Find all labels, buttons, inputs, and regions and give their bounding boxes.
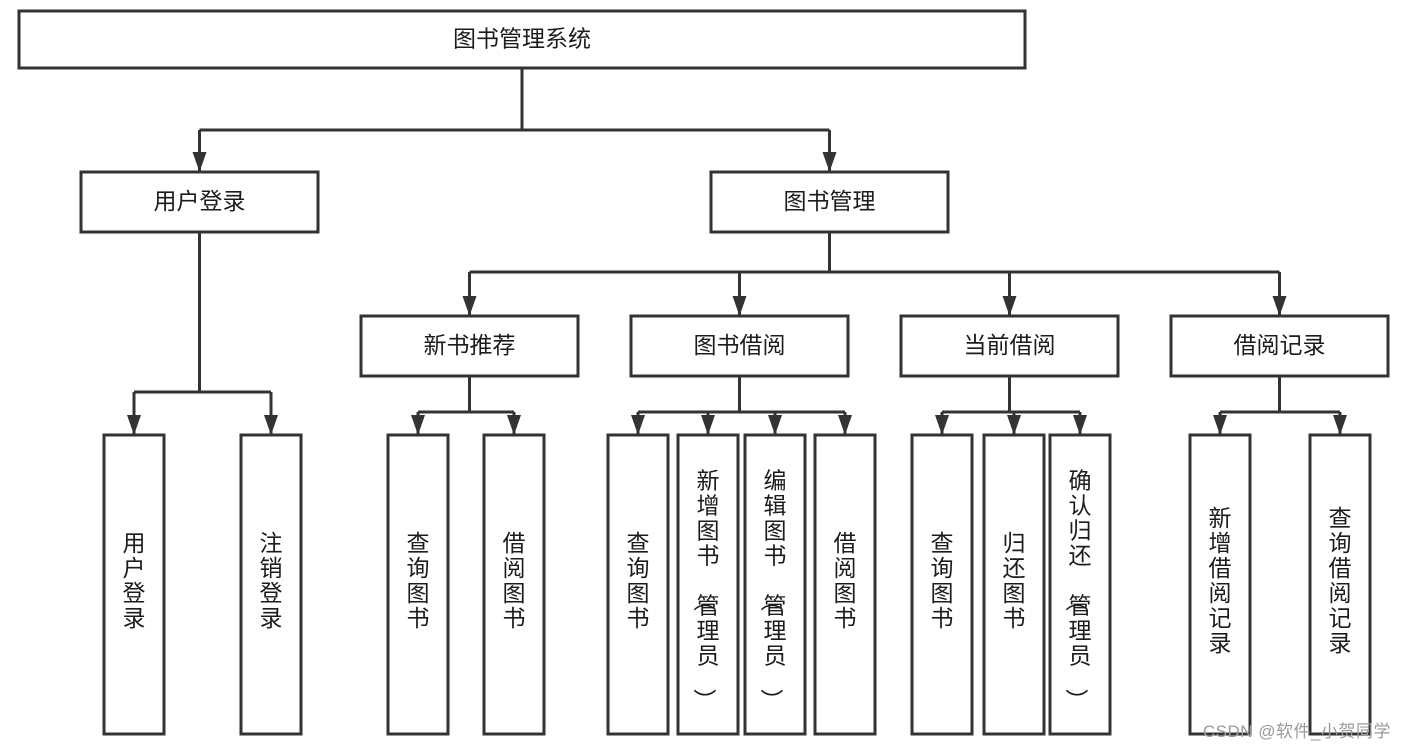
arrow-head-icon <box>1272 296 1287 316</box>
node-box-leaf-return-book <box>982 433 1046 736</box>
arrow-head-icon <box>1333 415 1347 435</box>
node-leaf-query-book-recommend[interactable]: 查询图书 <box>386 433 450 736</box>
arrow-head-icon <box>1007 415 1021 435</box>
node-leaf-user-logout[interactable]: 注销登录 <box>239 433 303 736</box>
node-box-leaf-user-login <box>102 433 166 736</box>
arrow-head-icon <box>732 296 747 316</box>
arrow-head-icon <box>1073 415 1087 435</box>
node-leaf-query-book-current[interactable]: 查询图书 <box>910 433 974 736</box>
arrow-head-icon <box>1002 296 1017 316</box>
node-box-leaf-query-borrow-record <box>1308 433 1372 736</box>
arrow-head-icon <box>935 415 949 435</box>
node-leaf-borrow-book[interactable]: 借阅图书 <box>813 433 877 736</box>
node-leaf-query-borrow-record[interactable]: 查询借阅记录 <box>1308 433 1372 736</box>
node-box-leaf-user-logout <box>239 433 303 736</box>
node-label-leaf-query-borrow-record: 查询借阅记录 <box>1329 505 1352 656</box>
node-label-leaf-query-book-borrow: 查询图书 <box>627 530 650 631</box>
node-box-leaf-query-book-current <box>910 433 974 736</box>
node-leaf-user-login[interactable]: 用户登录 <box>102 433 166 736</box>
node-root[interactable]: 图书管理系统 <box>17 9 1027 70</box>
node-current-borrow[interactable]: 当前借阅 <box>899 314 1120 378</box>
arrow-head-icon <box>822 152 837 172</box>
node-box-leaf-borrow-book <box>813 433 877 736</box>
arrow-head-icon <box>838 415 852 435</box>
node-label-leaf-borrow-book: 借阅图书 <box>834 530 857 631</box>
arrow-head-icon <box>264 415 278 435</box>
node-label-book-borrow: 图书借阅 <box>694 332 786 358</box>
node-label-leaf-add-book-admin: 新增图书（管理员） <box>692 468 720 712</box>
arrow-head-icon <box>1213 415 1227 435</box>
arrow-head-icon <box>462 296 477 316</box>
node-box-root <box>17 9 1027 70</box>
arrow-head-icon <box>701 415 715 435</box>
arrow-head-icon <box>411 415 425 435</box>
node-box-new-book-recommend <box>359 314 580 378</box>
node-box-leaf-query-book-recommend <box>386 433 450 736</box>
node-boxes: 图书管理系统用户登录图书管理新书推荐图书借阅当前借阅借阅记录用户登录注销登录查询… <box>17 9 1390 736</box>
node-user-login[interactable]: 用户登录 <box>79 170 320 234</box>
node-leaf-edit-book-admin[interactable]: 编辑图书（管理员） <box>743 433 807 736</box>
node-label-leaf-user-login: 用户登录 <box>123 530 146 631</box>
node-label-root: 图书管理系统 <box>453 26 591 52</box>
connector-edges <box>127 68 1347 435</box>
node-book-borrow[interactable]: 图书借阅 <box>629 314 850 378</box>
node-label-leaf-user-logout: 注销登录 <box>260 530 283 631</box>
arrow-head-icon <box>507 415 521 435</box>
node-leaf-add-book-admin[interactable]: 新增图书（管理员） <box>676 433 740 736</box>
node-new-book-recommend[interactable]: 新书推荐 <box>359 314 580 378</box>
node-box-book-borrow <box>629 314 850 378</box>
arrow-head-icon <box>768 415 782 435</box>
node-box-leaf-confirm-return-admin <box>1048 433 1112 736</box>
node-label-borrow-record: 借阅记录 <box>1234 332 1326 358</box>
node-box-leaf-add-book-admin <box>676 433 740 736</box>
node-box-leaf-query-book-borrow <box>606 433 670 736</box>
node-leaf-query-book-borrow[interactable]: 查询图书 <box>606 433 670 736</box>
node-leaf-add-borrow-record[interactable]: 新增借阅记录 <box>1188 433 1252 736</box>
node-box-leaf-add-borrow-record <box>1188 433 1252 736</box>
node-box-current-borrow <box>899 314 1120 378</box>
node-label-leaf-query-book-current: 查询图书 <box>931 530 954 631</box>
node-borrow-record[interactable]: 借阅记录 <box>1169 314 1390 378</box>
node-book-management[interactable]: 图书管理 <box>709 170 950 234</box>
node-label-current-borrow: 当前借阅 <box>964 332 1056 358</box>
node-box-user-login <box>79 170 320 234</box>
node-leaf-borrow-book-recommend[interactable]: 借阅图书 <box>482 433 546 736</box>
node-box-leaf-borrow-book-recommend <box>482 433 546 736</box>
node-box-borrow-record <box>1169 314 1390 378</box>
node-label-new-book-recommend: 新书推荐 <box>424 332 516 358</box>
node-label-leaf-return-book: 归还图书 <box>1003 530 1026 631</box>
node-box-book-management <box>709 170 950 234</box>
node-label-leaf-query-book-recommend: 查询图书 <box>407 530 430 631</box>
node-leaf-return-book[interactable]: 归还图书 <box>982 433 1046 736</box>
node-label-leaf-add-borrow-record: 新增借阅记录 <box>1209 505 1232 656</box>
arrow-head-icon <box>631 415 645 435</box>
node-label-leaf-confirm-return-admin: 确认归还（管理员） <box>1064 468 1092 712</box>
node-label-leaf-edit-book-admin: 编辑图书（管理员） <box>759 468 787 712</box>
node-label-user-login: 用户登录 <box>154 188 246 214</box>
node-label-leaf-borrow-book-recommend: 借阅图书 <box>503 530 526 631</box>
arrow-head-icon <box>192 152 207 172</box>
node-box-leaf-edit-book-admin <box>743 433 807 736</box>
node-label-book-management: 图书管理 <box>784 188 876 214</box>
node-leaf-confirm-return-admin[interactable]: 确认归还（管理员） <box>1048 433 1112 736</box>
arrow-head-icon <box>127 415 141 435</box>
